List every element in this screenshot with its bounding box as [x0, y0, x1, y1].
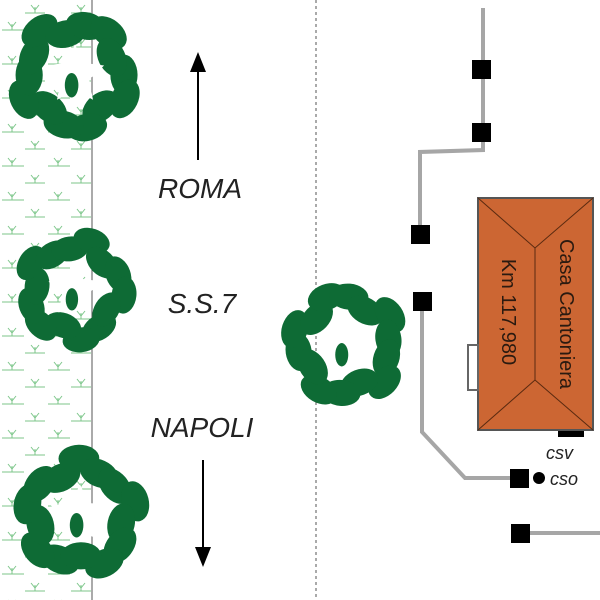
- label-napoli: NAPOLI: [151, 412, 254, 443]
- label-roma: ROMA: [158, 173, 242, 204]
- arrow-south-icon: [195, 460, 211, 567]
- manhole-3: [411, 225, 430, 244]
- manholes: [411, 60, 584, 543]
- arrow-north-icon: [190, 52, 206, 160]
- tree-icon: [16, 227, 137, 353]
- manhole-4: [413, 292, 432, 311]
- label-cso: cso: [550, 469, 578, 489]
- tree-icon: [13, 444, 150, 579]
- entrance: [467, 344, 479, 391]
- building-casa-cantoniera: Km 117,980 Casa Cantoniera: [467, 197, 594, 431]
- manhole-6: [511, 524, 530, 543]
- tree-icon: [8, 11, 140, 142]
- km-label: Km 117,980: [497, 259, 519, 365]
- manhole-1: [472, 60, 491, 79]
- tree-icon: [281, 283, 406, 406]
- label-road-name: S.S.7: [168, 288, 238, 319]
- manhole-5: [510, 469, 529, 488]
- csv-bar: [558, 430, 584, 437]
- building-name: Casa Cantoniera: [555, 239, 577, 390]
- cso-point: [533, 472, 545, 484]
- label-csv: csv: [546, 443, 574, 463]
- manhole-2: [472, 123, 491, 142]
